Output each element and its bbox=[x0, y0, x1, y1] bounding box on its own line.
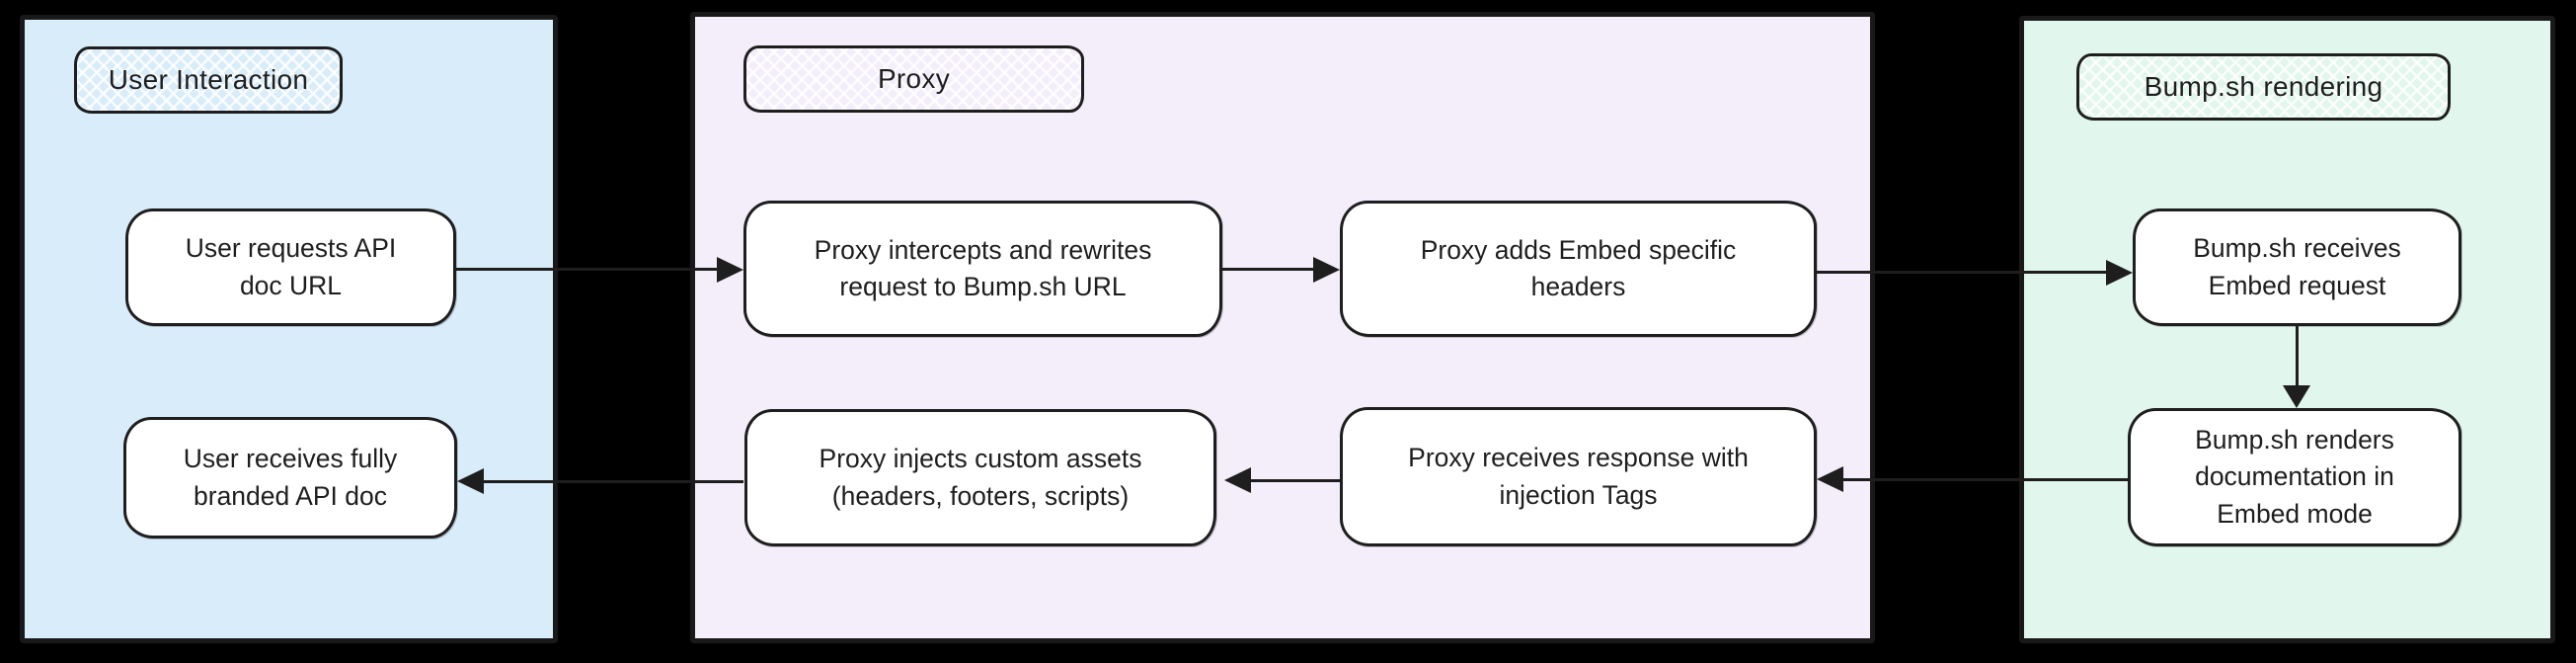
lane-label-proxy: Proxy bbox=[743, 45, 1084, 113]
lane-label-text: User Interaction bbox=[108, 64, 309, 95]
arrow-line bbox=[2296, 326, 2299, 385]
node-bumpsh-receives-embed-request: Bump.sh receives Embed request bbox=[2133, 208, 2461, 326]
node-proxy-injects-custom-assets: Proxy injects custom assets (headers, fo… bbox=[744, 409, 1216, 546]
node-user-receives-branded-doc: User receives fully branded API doc bbox=[123, 417, 457, 539]
lane-proxy: Proxy Proxy intercepts and rewrites requ… bbox=[690, 12, 1875, 643]
arrowhead-left-icon bbox=[1224, 467, 1251, 493]
node-proxy-adds-embed-headers: Proxy adds Embed specific headers bbox=[1340, 201, 1817, 337]
lane-label-text: Proxy bbox=[877, 63, 951, 94]
arrow-line bbox=[1222, 268, 1313, 271]
arrow-line bbox=[1817, 271, 2106, 274]
arrowhead-left-icon bbox=[457, 468, 484, 494]
arrowhead-left-icon bbox=[1817, 466, 1843, 492]
arrow-line bbox=[484, 480, 743, 483]
arrowhead-right-icon bbox=[2106, 260, 2133, 286]
lane-user-interaction: User Interaction User requests API doc U… bbox=[20, 15, 558, 643]
arrowhead-down-icon bbox=[2283, 385, 2310, 408]
lane-label-text: Bump.sh rendering bbox=[2144, 71, 2383, 102]
lane-label-bumpsh-rendering: Bump.sh rendering bbox=[2076, 53, 2451, 121]
arrowhead-right-icon bbox=[717, 257, 743, 283]
node-user-requests-api-doc-url: User requests API doc URL bbox=[125, 208, 456, 326]
arrow-line bbox=[456, 268, 717, 271]
node-proxy-receives-response: Proxy receives response with injection T… bbox=[1340, 407, 1817, 546]
arrowhead-right-icon bbox=[1313, 257, 1340, 283]
arrow-line bbox=[1843, 478, 2128, 481]
node-proxy-intercepts-rewrites: Proxy intercepts and rewrites request to… bbox=[743, 201, 1222, 337]
lane-bumpsh-rendering: Bump.sh rendering Bump.sh receives Embed… bbox=[2019, 16, 2555, 643]
lane-label-user-interaction: User Interaction bbox=[74, 46, 343, 114]
arrow-line bbox=[1251, 479, 1340, 482]
node-bumpsh-renders-embed-mode: Bump.sh renders documentation in Embed m… bbox=[2128, 408, 2461, 546]
